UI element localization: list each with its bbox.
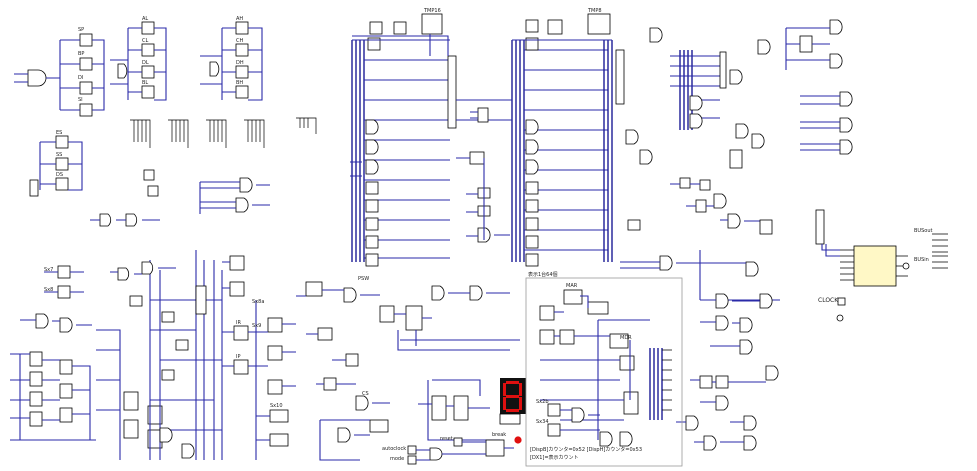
label-ir: IR	[236, 320, 241, 326]
label-tmp16: TMP16	[424, 8, 441, 14]
psw-block	[296, 281, 520, 351]
control-mesh-left	[10, 329, 163, 460]
label-dl: DL	[142, 60, 149, 66]
label-bl: BL	[142, 80, 149, 86]
register-block-pointer	[14, 33, 105, 117]
label-bh: BH	[236, 80, 244, 86]
input-combs	[130, 117, 317, 148]
memory-panel-circuit	[539, 289, 672, 447]
seven-segment-digit	[503, 381, 522, 412]
register-block-high	[200, 21, 263, 101]
label-tmp8: TMP8	[588, 8, 602, 14]
label-ch: CH	[236, 38, 244, 44]
gate-group-lower-right	[676, 365, 779, 451]
label-bp: BP	[78, 51, 85, 57]
label-bus-in: BUSin	[914, 257, 929, 263]
label-reset: reset	[440, 436, 453, 442]
label-mar: MAR	[566, 283, 578, 289]
label-cl: CL	[142, 38, 149, 44]
label-sx34: Sx34	[536, 419, 549, 425]
label-ds: DS	[56, 172, 64, 178]
register-stack-right-bus	[525, 119, 539, 267]
label-sx8: Sx8	[44, 287, 54, 293]
label-sx8a: Sx8a	[252, 299, 265, 305]
io-chip	[815, 209, 910, 322]
label-sx2b: Sx2b	[536, 399, 549, 405]
label-sx10: Sx10	[270, 403, 283, 409]
label-ss: SS	[56, 152, 63, 158]
gate-group-sx	[20, 261, 176, 333]
bus-pins	[932, 233, 948, 269]
label-psw: PSW	[358, 276, 370, 282]
label-break: break	[492, 432, 507, 438]
cs-block	[306, 327, 390, 461]
central-bus-right	[456, 13, 625, 262]
label-sx7: Sx7	[44, 267, 54, 273]
register-stack-left-bus	[350, 119, 379, 267]
register-block-low	[110, 21, 167, 101]
label-ip: IP	[236, 354, 241, 360]
label-al: AL	[142, 16, 149, 22]
control-mesh-right	[620, 177, 780, 355]
gate-group-right	[625, 19, 853, 169]
panel-note-line2: [DX1]=表示カウント	[530, 455, 579, 461]
label-sx9: Sx9	[252, 323, 262, 329]
label-dh: DH	[236, 60, 244, 66]
label-si: SI	[78, 97, 83, 103]
panel-note-line1: [DispB]カウンタ=0x52 [DispH]カウンタ=0x53	[530, 447, 643, 453]
panel-title: 表示1台64個	[528, 272, 558, 278]
label-sp: SP	[78, 27, 85, 33]
segment-block	[29, 135, 83, 197]
label-es: ES	[56, 130, 63, 136]
control-inputs	[407, 436, 522, 465]
bus-mesh-left	[129, 250, 223, 460]
memory-panel	[525, 277, 683, 467]
gate-group-between-buses	[456, 107, 510, 243]
label-ah: AH	[236, 16, 244, 22]
gate-group-left	[90, 169, 270, 227]
label-clock: CLOCK	[818, 297, 839, 304]
label-autoclock: autoclock	[382, 446, 407, 452]
central-bus-left	[351, 13, 457, 262]
label-di: DI	[78, 75, 84, 81]
label-cs: CS	[362, 391, 369, 397]
register-group-middle	[222, 255, 296, 460]
label-mode: mode	[390, 456, 405, 462]
label-mdr: MDR	[620, 335, 632, 341]
label-bus-out: BUSout	[914, 228, 933, 234]
